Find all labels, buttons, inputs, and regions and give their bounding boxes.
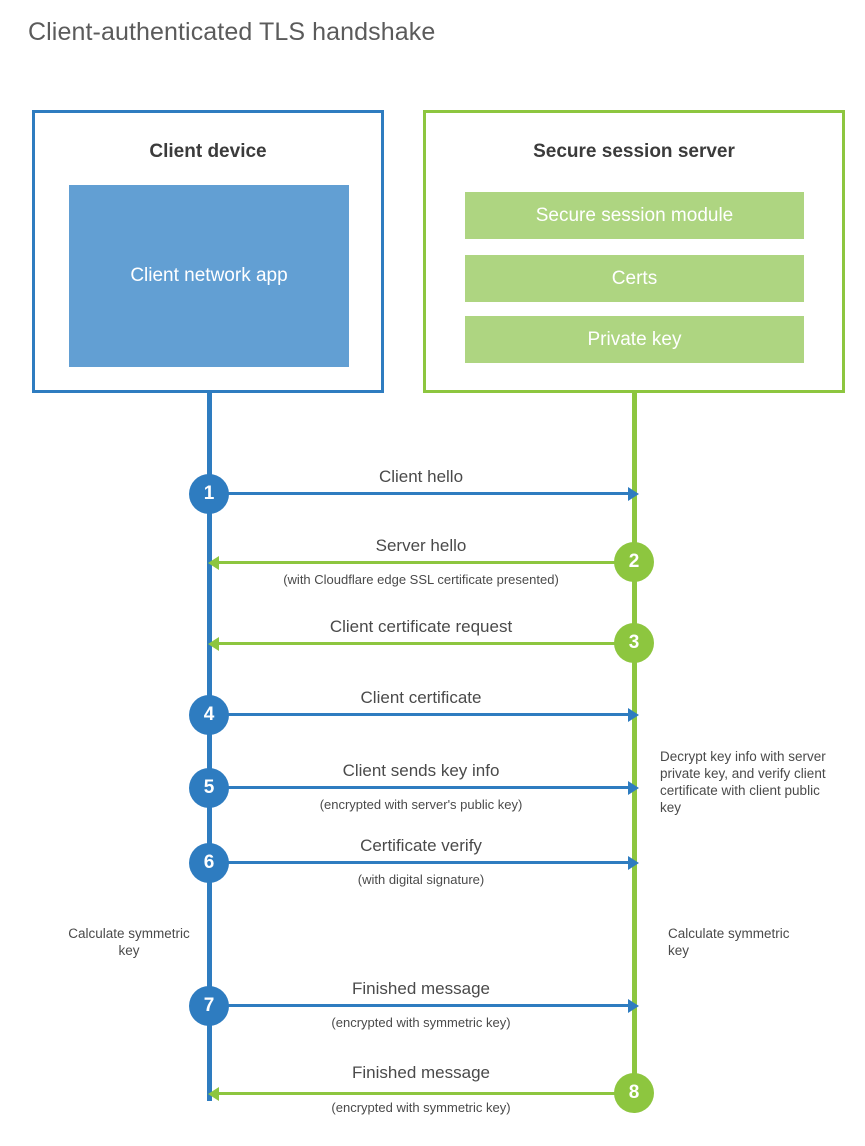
secure-session-server-title: Secure session server	[533, 141, 735, 162]
arrow-step-8	[208, 1086, 632, 1101]
arrow-step-5	[209, 780, 639, 795]
step-2-secondary-label: (with Cloudflare edge SSL certificate pr…	[283, 572, 559, 587]
client-device-title: Client device	[149, 141, 267, 162]
arrow-head-right-icon	[628, 998, 639, 1013]
step-8-primary-label: Finished message	[352, 1063, 490, 1082]
step-4-primary-label: Client certificate	[360, 688, 482, 707]
step-3-primary-label: Client certificate request	[329, 617, 513, 636]
step-circle-3[interactable]: 3	[614, 623, 654, 663]
client-network-app-block: Client network app	[69, 185, 349, 367]
private-key-block: Private key	[465, 316, 804, 363]
step-7-secondary-label: (encrypted with symmetric key)	[331, 1015, 511, 1030]
step-circle-6[interactable]: 6	[189, 843, 229, 883]
secure-session-server-box: Secure session server Secure session mod…	[423, 110, 845, 393]
arrow-step-4	[209, 707, 639, 722]
arrow-head-left-icon	[208, 555, 219, 570]
step-5-secondary-label: (encrypted with server's public key)	[319, 797, 523, 812]
arrow-head-right-icon	[628, 707, 639, 722]
certs-block: Certs	[465, 255, 804, 302]
arrow-step-1	[209, 486, 639, 501]
private-key-label: Private key	[587, 328, 682, 350]
step-2-primary-label: Server hello	[375, 536, 467, 555]
arrow-head-right-icon	[628, 855, 639, 870]
arrow-step-3	[208, 636, 632, 651]
page-title: Client-authenticated TLS handshake	[28, 18, 436, 46]
client-lifeline	[207, 391, 212, 1101]
server-lifeline	[632, 391, 637, 1091]
step-8-secondary-label: (encrypted with symmetric key)	[331, 1100, 511, 1115]
step-1-primary-label: Client hello	[378, 467, 464, 486]
step-7-primary-label: Finished message	[352, 979, 490, 998]
arrow-step-2	[208, 555, 632, 570]
client-calculate-symmetric-key-annotation: Calculate symmetric key	[68, 926, 190, 958]
step-circle-5[interactable]: 5	[189, 768, 229, 808]
certs-label: Certs	[611, 267, 658, 289]
arrow-head-right-icon	[628, 486, 639, 501]
arrow-step-6	[209, 855, 639, 870]
client-device-box: Client device Client network app	[32, 110, 384, 393]
step-circle-2[interactable]: 2	[614, 542, 654, 582]
step-5-primary-label: Client sends key info	[342, 761, 500, 780]
step-6-secondary-label: (with digital signature)	[357, 872, 485, 887]
arrow-head-left-icon	[208, 636, 219, 651]
arrow-head-right-icon	[628, 780, 639, 795]
step-circle-1[interactable]: 1	[189, 474, 229, 514]
step-circle-7[interactable]: 7	[189, 986, 229, 1026]
arrow-head-left-icon	[208, 1086, 219, 1101]
secure-session-module-label: Secure session module	[535, 204, 734, 226]
client-network-app-label: Client network app	[130, 265, 288, 286]
server-calculate-symmetric-key-annotation: Calculate symmetric key	[668, 926, 790, 958]
arrow-step-7	[209, 998, 639, 1013]
step-circle-8[interactable]: 8	[614, 1073, 654, 1113]
step-circle-4[interactable]: 4	[189, 695, 229, 735]
step-6-primary-label: Certificate verify	[360, 836, 482, 855]
server-decrypt-annotation: Decrypt key info with server private key…	[660, 749, 826, 815]
secure-session-module-block: Secure session module	[465, 192, 804, 239]
